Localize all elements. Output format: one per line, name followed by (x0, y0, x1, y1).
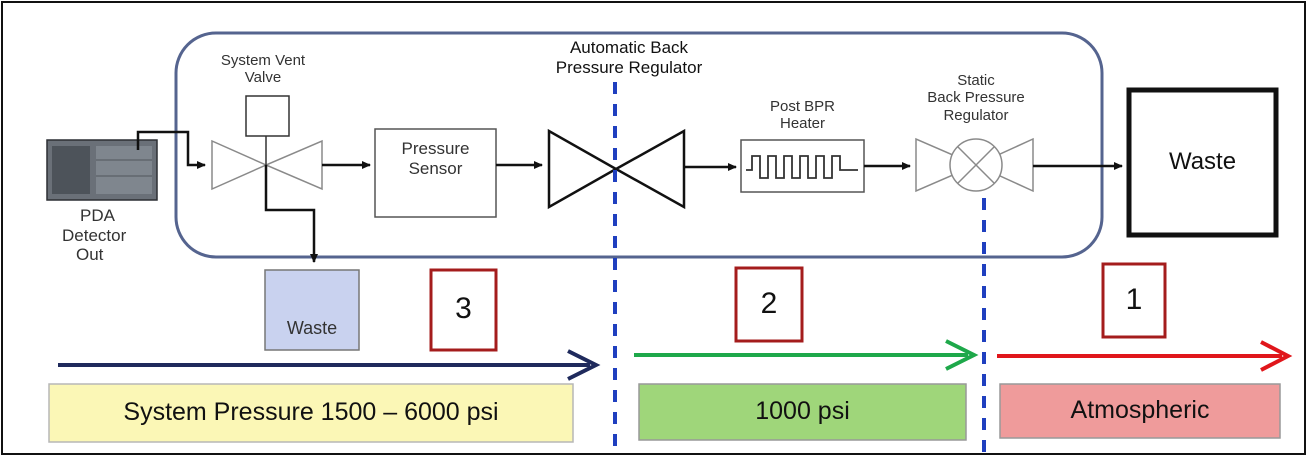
tube-pda-to-valve (136, 130, 206, 169)
post-bpr-heater-label: Post BPR Heater (769, 98, 836, 133)
automatic-bpr-label: Automatic Back Pressure Regulator (526, 38, 732, 78)
zone-3-arrow (58, 349, 601, 381)
automatic-bpr-valve-icon (547, 128, 686, 210)
zone-1-number: 1 (1125, 283, 1143, 316)
zone-3-number-box (429, 268, 498, 352)
post-bpr-heater-icon (740, 139, 865, 193)
zone-1-band-label: Atmospheric (1070, 396, 1210, 424)
waste-main-label: Waste (1168, 148, 1237, 175)
zone-3-band-label: System Pressure 1500 – 6000 psi (123, 398, 499, 426)
pda-detector-label: PDA Detector Out (62, 206, 127, 265)
static-bpr-icon (915, 137, 1034, 193)
zone-3-band (48, 383, 574, 443)
zone-2-number-box (734, 266, 804, 343)
zone-3-number: 3 (455, 292, 472, 325)
pda-detector-icon (46, 139, 158, 201)
zone-1-band (999, 383, 1281, 439)
zone-2-band-label: 1000 psi (755, 397, 850, 425)
zone-1-arrow (997, 340, 1293, 372)
waste-vent-box (264, 269, 360, 351)
waste-vent-label: Waste (286, 318, 338, 338)
zone-1-number-box (1101, 262, 1167, 339)
zone-2-band (638, 383, 967, 441)
zone-2-number: 2 (760, 287, 778, 320)
system-vent-valve-icon (211, 95, 323, 191)
waste-main-box (1126, 87, 1279, 238)
tube-vent-to-waste (264, 165, 318, 263)
zone-2-arrow (634, 339, 979, 371)
system-vent-valve-label: System Vent Valve (220, 52, 306, 87)
instrument-enclosure (174, 31, 1104, 259)
pressure-sensor-label: Pressure Sensor (401, 139, 470, 178)
pressure-sensor-box (374, 128, 497, 218)
static-bpr-label: Static Back Pressure Regulator (927, 72, 1025, 124)
